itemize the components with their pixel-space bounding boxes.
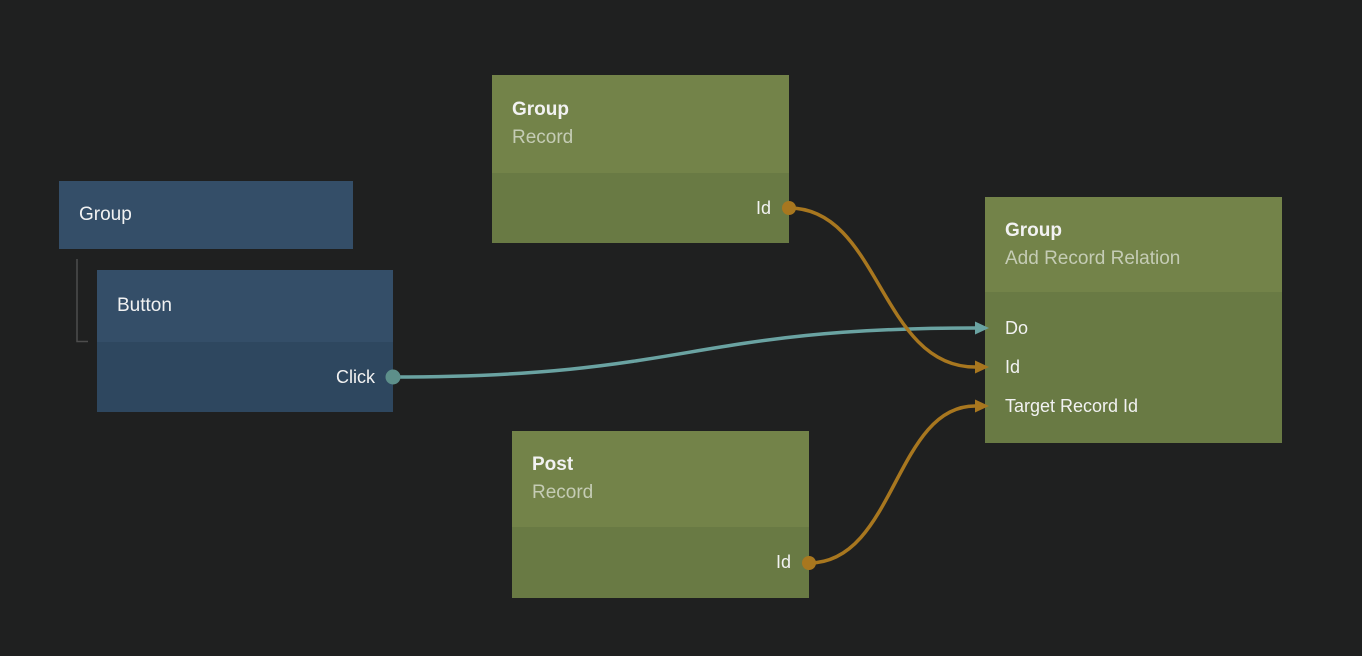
node-subtitle: Add Record Relation: [1005, 247, 1181, 269]
node-add-record-relation-header: Group Add Record Relation: [985, 197, 1282, 292]
node-title: Group: [79, 204, 132, 225]
input-port-label: Id: [1005, 357, 1021, 377]
input-port-id[interactable]: Id: [985, 348, 1282, 387]
input-port-do[interactable]: Do: [985, 309, 1282, 348]
node-button-header: Button: [97, 270, 393, 342]
output-port-id[interactable]: Id: [512, 527, 809, 598]
node-title: Group: [512, 99, 569, 120]
wire-path[interactable]: [788, 206, 976, 369]
node-subtitle: Record: [512, 127, 574, 148]
node-title: Group: [1005, 219, 1062, 241]
node-post-record-header: Post Record: [512, 431, 809, 527]
node-post-record-ports: Id: [512, 527, 809, 598]
node-group-record-ports: Id: [492, 173, 789, 243]
connection-click-to-do[interactable]: [385, 321, 990, 385]
node-add-record-relation-ports: Do Id Target Record Id: [985, 292, 1282, 443]
node-title: Button: [117, 295, 172, 316]
node-post-record[interactable]: Post Record Id: [512, 431, 809, 598]
connection-group-id-to-id[interactable]: [782, 201, 989, 374]
output-port-label: Id: [755, 197, 771, 218]
input-port-label: Target Record Id: [1005, 396, 1139, 416]
output-port-label: Click: [336, 366, 375, 387]
node-group[interactable]: Group: [59, 181, 353, 249]
connection-post-id-to-target-record-id[interactable]: [802, 399, 989, 571]
node-button-ports: Click: [97, 342, 393, 412]
node-add-record-relation[interactable]: Group Add Record Relation Do Id Target R…: [985, 197, 1282, 443]
node-group-record-header: Group Record: [492, 75, 789, 173]
node-title: Post: [532, 454, 574, 475]
output-port-id[interactable]: Id: [492, 173, 789, 243]
wire-path[interactable]: [808, 404, 976, 565]
output-port-click[interactable]: Click: [97, 342, 393, 412]
node-group-header: Group: [59, 181, 353, 249]
node-button[interactable]: Button Click: [97, 270, 393, 412]
node-group-record[interactable]: Group Record Id: [492, 75, 789, 243]
node-subtitle: Record: [532, 482, 594, 503]
parent-child-connector: [76, 259, 88, 343]
input-port-target-record-id[interactable]: Target Record Id: [985, 387, 1282, 426]
wire-path[interactable]: [392, 326, 976, 379]
input-port-label: Do: [1005, 318, 1029, 338]
output-port-label: Id: [775, 552, 791, 572]
